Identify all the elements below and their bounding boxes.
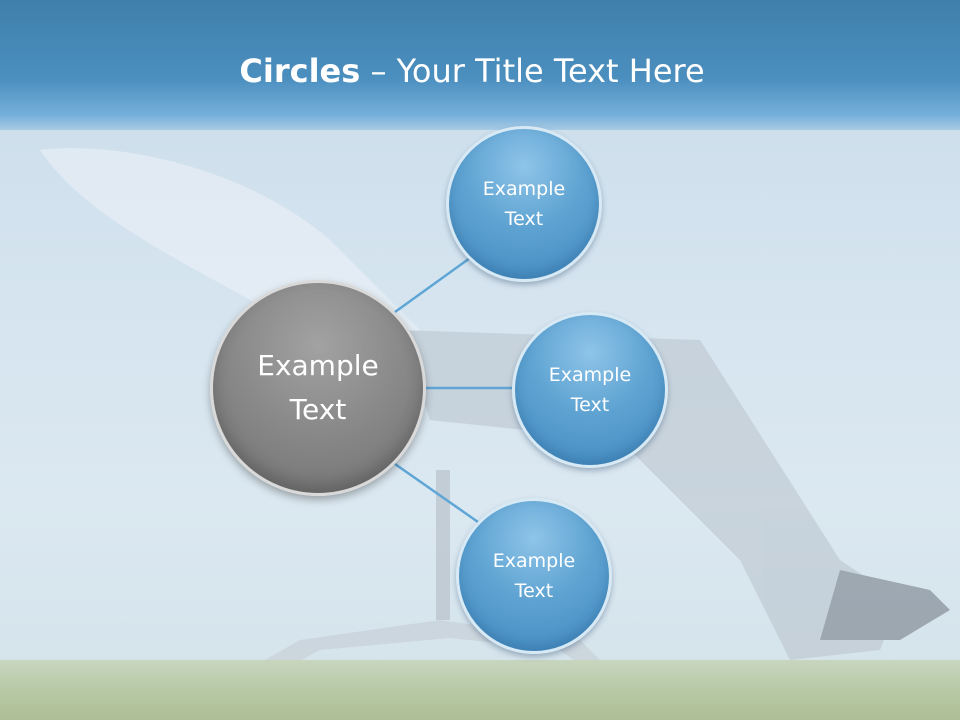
center-circle-label: Example Text: [257, 349, 379, 426]
node-circle-label: Example Text: [548, 364, 632, 416]
figure-shoe: [820, 570, 950, 640]
title-bold: Circles: [239, 52, 361, 90]
title-banner: [0, 0, 960, 130]
connector-line-bottom: [394, 462, 479, 524]
chair-post: [436, 470, 450, 620]
title-rest: – Your Title Text Here: [360, 52, 705, 90]
node-circle-top[interactable]: Example Text: [446, 126, 602, 282]
center-circle[interactable]: Example Text: [210, 280, 426, 496]
slide-title: Circles – Your Title Text Here: [0, 52, 944, 90]
node-circle-bottom[interactable]: Example Text: [456, 498, 612, 654]
node-circle-label: Example Text: [492, 550, 576, 602]
node-circle-middle[interactable]: Example Text: [512, 312, 668, 468]
node-circle-label: Example Text: [482, 178, 566, 230]
connector-line-top: [394, 256, 471, 314]
grass-strip: [0, 660, 960, 720]
